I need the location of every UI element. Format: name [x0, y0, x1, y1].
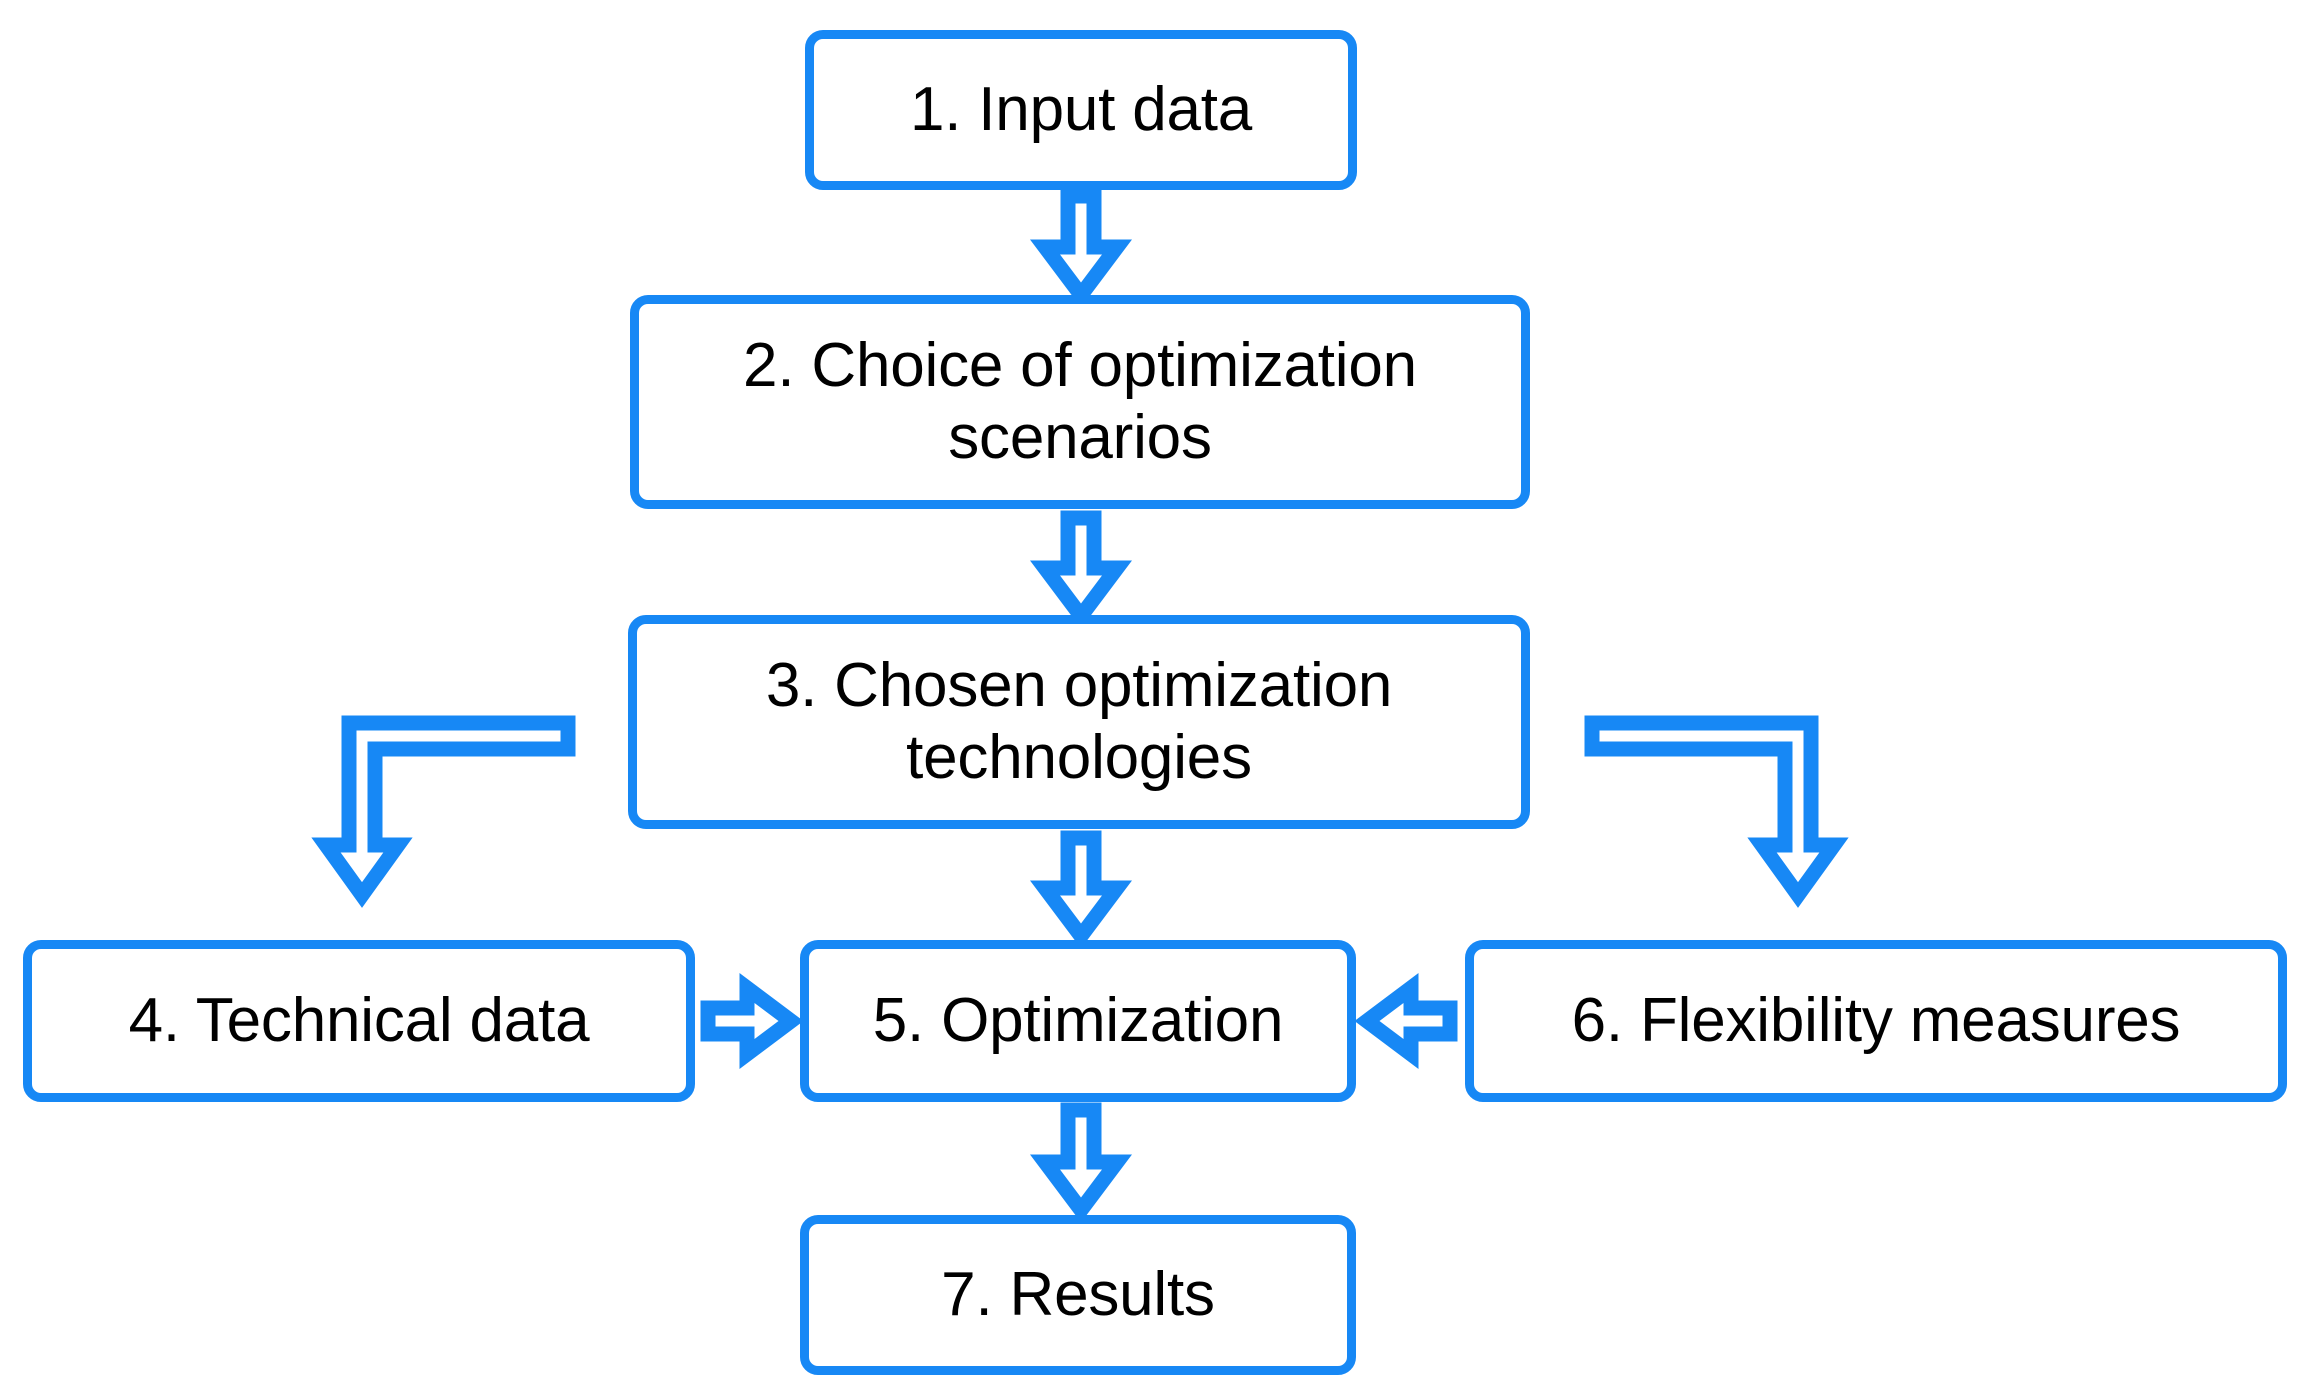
arrow-elbow-right-down-icon [1584, 715, 1849, 908]
flow-node-chosen-optimization-technologies[interactable]: 3. Chosen optimization technologies [628, 615, 1530, 829]
flow-node-choice-of-optimization-scenarios[interactable]: 2. Choice of optimization scenarios [630, 295, 1530, 509]
flow-node-label: 5. Optimization [872, 986, 1284, 1056]
flow-node-flexibility-measures[interactable]: 6. Flexibility measures [1465, 940, 2287, 1102]
arrow-elbow-left-down-icon [311, 715, 576, 908]
flow-node-label: 6. Flexibility measures [1571, 986, 2181, 1056]
flow-node-results[interactable]: 7. Results [800, 1215, 1356, 1375]
arrow-down-icon [1030, 188, 1132, 308]
flow-node-input-data[interactable]: 1. Input data [805, 30, 1357, 190]
flow-node-label: 2. Choice of optimization scenarios [743, 331, 1417, 472]
flow-node-label: 7. Results [941, 1260, 1215, 1330]
flow-node-label: 3. Chosen optimization technologies [765, 651, 1393, 792]
flow-node-label: 4. Technical data [128, 986, 590, 1056]
flow-node-optimization[interactable]: 5. Optimization [800, 940, 1356, 1102]
arrow-down-icon [1030, 510, 1132, 629]
arrow-down-icon [1030, 830, 1132, 949]
arrow-down-icon [1030, 1102, 1132, 1223]
arrow-left-icon [1354, 973, 1458, 1069]
arrow-right-icon [700, 973, 804, 1069]
flow-node-label: 1. Input data [909, 75, 1253, 145]
flow-node-technical-data[interactable]: 4. Technical data [23, 940, 695, 1102]
